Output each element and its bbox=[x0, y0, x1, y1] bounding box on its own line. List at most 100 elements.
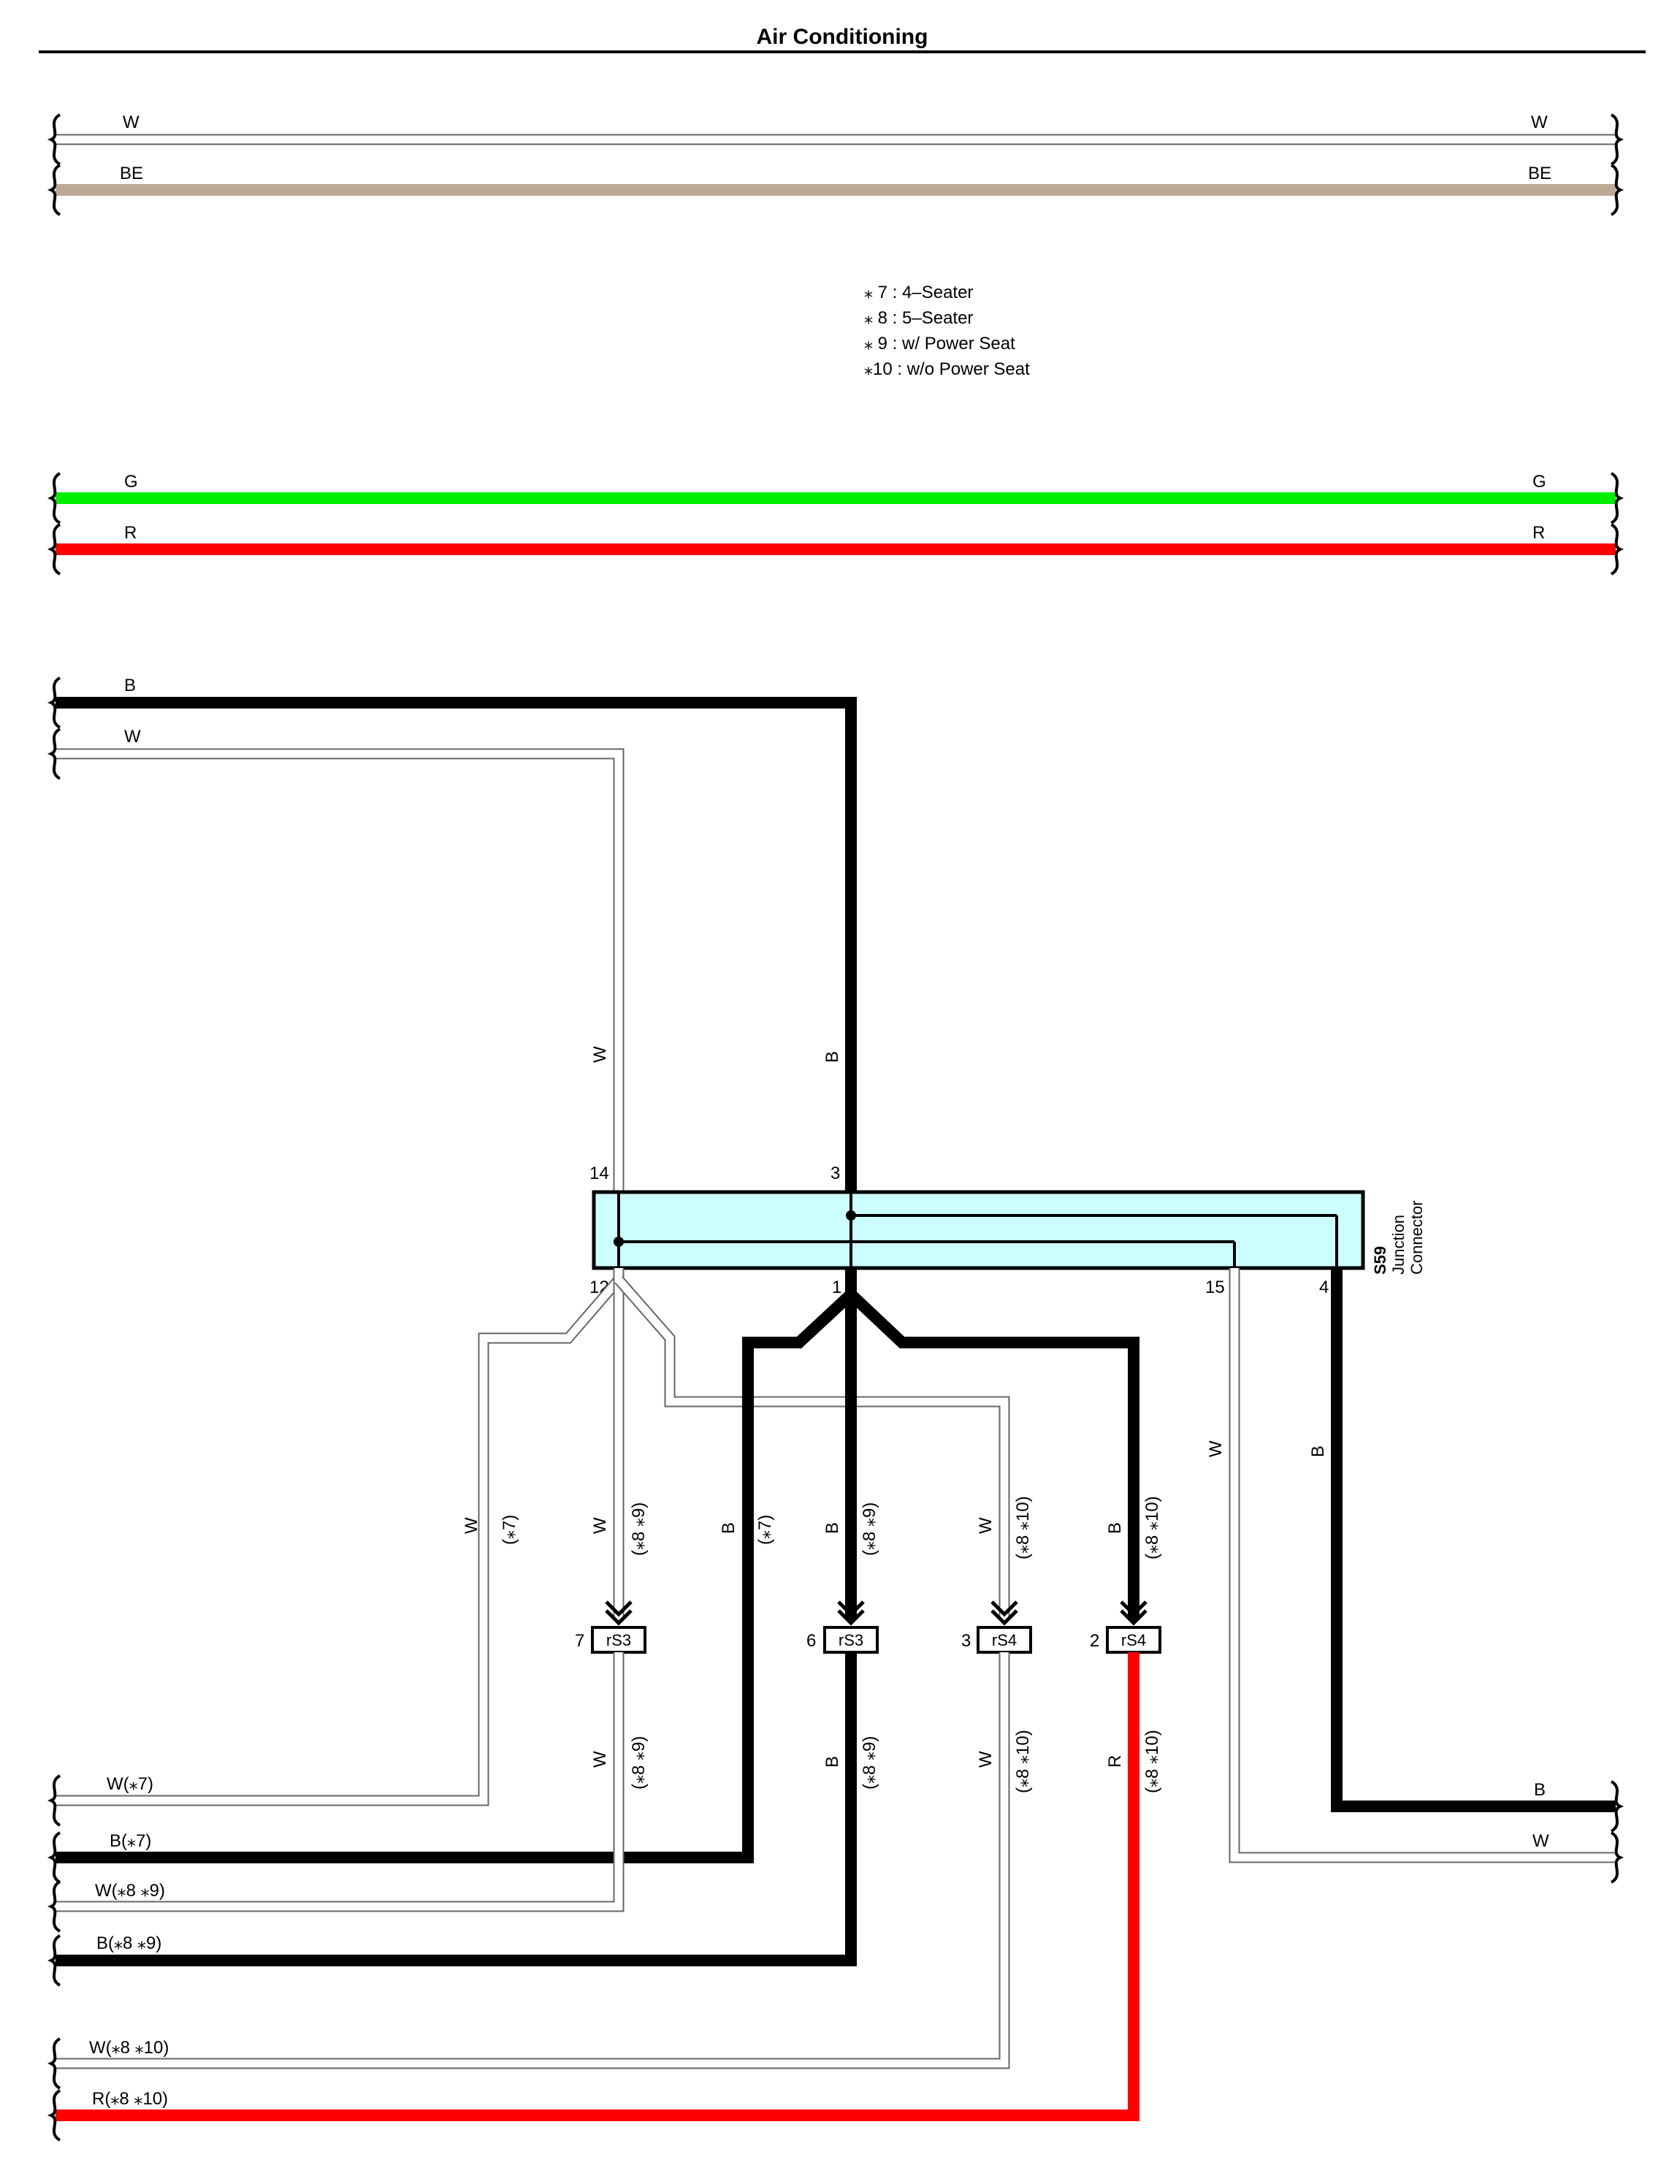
wire-label-r-810-low-note: (⁎8 ⁎10) bbox=[1142, 1730, 1162, 1793]
wire-break-bracket bbox=[47, 523, 61, 576]
wire-label-r-810-low: R bbox=[1105, 1755, 1125, 1768]
connector-rs3-a-name: rS3 bbox=[606, 1631, 631, 1649]
junction-splice-w bbox=[614, 1237, 624, 1247]
connector-rs4-b-pin: 2 bbox=[1090, 1631, 1099, 1651]
wire-label-left-w-7: W(⁎7) bbox=[107, 1774, 153, 1794]
connector-rs4-a-name: rS4 bbox=[992, 1631, 1017, 1649]
wire-label-top-w-right: W bbox=[1531, 112, 1548, 132]
wire-break-bracket bbox=[47, 676, 61, 729]
wire-break-brackets bbox=[47, 113, 1624, 2142]
wire-label-left-r-810: R(⁎8 ⁎10) bbox=[92, 2089, 168, 2109]
wire-break-bracket bbox=[1610, 113, 1624, 166]
wire-break-bracket bbox=[47, 728, 61, 780]
wire-break-bracket bbox=[47, 2089, 61, 2142]
wire-label-top-g-right: G bbox=[1532, 472, 1546, 492]
wire-w-810-lower bbox=[56, 1652, 1010, 2069]
chevron-down-icon bbox=[990, 1600, 1018, 1626]
wire-label-w-89-note: (⁎8 ⁎9) bbox=[629, 1503, 649, 1556]
wire-b-810-upper bbox=[847, 1290, 1139, 1620]
wire-break-bracket bbox=[47, 1774, 61, 1827]
junction-splice-b bbox=[846, 1210, 856, 1221]
wire-label-w-810: W bbox=[976, 1517, 996, 1534]
wire-label-top-r-left: R bbox=[124, 523, 137, 543]
wire-break-bracket bbox=[47, 113, 61, 166]
wire-label-w-89-low-note: (⁎8 ⁎9) bbox=[629, 1736, 649, 1790]
wire-label-b-upper: B bbox=[822, 1051, 842, 1063]
wire-label-b-89-low-note: (⁎8 ⁎9) bbox=[860, 1736, 879, 1790]
connector-rs3-a-pin: 7 bbox=[575, 1631, 584, 1651]
wire-label-b-4: B bbox=[1308, 1446, 1328, 1457]
wire-label-w-810-low-note: (⁎8 ⁎10) bbox=[1013, 1730, 1033, 1793]
wire-b-89-lower bbox=[56, 1652, 857, 1966]
wire-label-top-be-left: BE bbox=[120, 164, 143, 183]
wire-label-w-upper: W bbox=[590, 1046, 610, 1063]
wire-label-w-7-note: (⁎7) bbox=[500, 1515, 519, 1545]
wire-b-to-pin3 bbox=[56, 697, 857, 1192]
wire-break-bracket bbox=[1610, 1780, 1624, 1833]
wire-break-bracket bbox=[47, 164, 61, 216]
wire-break-bracket bbox=[1610, 472, 1624, 524]
wire-break-bracket bbox=[47, 1880, 61, 1933]
wire-w-810-upper bbox=[614, 1276, 1010, 1620]
chevron-down-icon bbox=[1120, 1600, 1148, 1626]
wire-label-b-89-low: B bbox=[822, 1756, 842, 1768]
page-title: Air Conditioning bbox=[757, 25, 928, 49]
wire-label-b-89-note: (⁎8 ⁎9) bbox=[860, 1503, 879, 1556]
junction-name-1: Junction bbox=[1389, 1215, 1408, 1275]
wire-label-b-7-note: (⁎7) bbox=[755, 1515, 775, 1545]
wire-label-top-r-right: R bbox=[1532, 523, 1545, 543]
wire-break-bracket bbox=[1610, 1831, 1624, 1884]
wire-w-to-pin14 bbox=[56, 748, 625, 1192]
junction-connector-s59 bbox=[592, 1190, 1365, 1270]
wire-label-left-b-89: B(⁎8 ⁎9) bbox=[96, 1933, 161, 1953]
pin-14: 14 bbox=[589, 1164, 609, 1183]
wire-label-left-w-89: W(⁎8 ⁎9) bbox=[95, 1881, 165, 1901]
wire-label-b-810: B bbox=[1105, 1522, 1125, 1534]
wire-r-810-lower bbox=[56, 1652, 1139, 2121]
wire-label-b-89: B bbox=[822, 1522, 842, 1534]
connector-rs4-a-pin: 3 bbox=[961, 1631, 971, 1651]
pin-3: 3 bbox=[831, 1164, 840, 1183]
wire-label-w-810-low: W bbox=[976, 1751, 996, 1768]
wire-label-w-89-low: W bbox=[590, 1751, 610, 1768]
wire-label-left-w: W bbox=[124, 727, 141, 747]
pin-15: 15 bbox=[1205, 1278, 1225, 1297]
note-8: ⁎ 8 : 5–Seater bbox=[864, 308, 973, 328]
wire-label-left-b: B bbox=[124, 676, 136, 695]
connector-rs4-b-name: rS4 bbox=[1121, 1631, 1146, 1649]
wire-break-bracket bbox=[47, 1934, 61, 1987]
note-7: ⁎ 7 : 4–Seater bbox=[864, 283, 973, 302]
wire-label-w-15: W bbox=[1206, 1440, 1226, 1457]
connector-rs3-b-pin: 6 bbox=[806, 1631, 816, 1651]
wire-label-w-89: W bbox=[590, 1517, 610, 1534]
wire-label-top-w-left: W bbox=[123, 112, 140, 132]
wire-w-7 bbox=[56, 1268, 625, 1806]
wire-break-bracket bbox=[47, 1831, 61, 1884]
wire-w-89-lower bbox=[56, 1652, 625, 1912]
wire-break-bracket bbox=[47, 2037, 61, 2090]
connector-rs3-b-name: rS3 bbox=[839, 1631, 863, 1649]
chevron-down-icon bbox=[605, 1600, 633, 1626]
wire-break-bracket bbox=[47, 472, 61, 524]
junction-name-2: Connector bbox=[1408, 1200, 1426, 1275]
wire-label-w-810-note: (⁎8 ⁎10) bbox=[1013, 1496, 1033, 1559]
wire-w-pin15-right bbox=[1229, 1268, 1616, 1863]
wire-label-left-w-810: W(⁎8 ⁎10) bbox=[89, 2038, 169, 2058]
wire-label-top-g-left: G bbox=[124, 472, 138, 492]
wire-label-w-7: W bbox=[462, 1517, 481, 1534]
chevron-down-icon bbox=[837, 1600, 865, 1626]
wire-b-pin4-right bbox=[1331, 1268, 1616, 1812]
wire-label-right-b: B bbox=[1534, 1780, 1546, 1800]
wire-label-right-w: W bbox=[1532, 1831, 1549, 1851]
wire-break-bracket bbox=[1610, 164, 1624, 216]
pin-4: 4 bbox=[1319, 1278, 1329, 1297]
pin-1: 1 bbox=[832, 1278, 841, 1297]
junction-id: S59 bbox=[1371, 1246, 1389, 1275]
note-9: ⁎ 9 : w/ Power Seat bbox=[864, 334, 1015, 354]
wire-b-7 bbox=[56, 1268, 857, 1863]
wire-label-b-7: B bbox=[719, 1522, 738, 1534]
wire-break-bracket bbox=[1610, 523, 1624, 576]
note-10: ⁎10 : w/o Power Seat bbox=[864, 359, 1030, 379]
wire-label-top-be-right: BE bbox=[1528, 164, 1551, 183]
